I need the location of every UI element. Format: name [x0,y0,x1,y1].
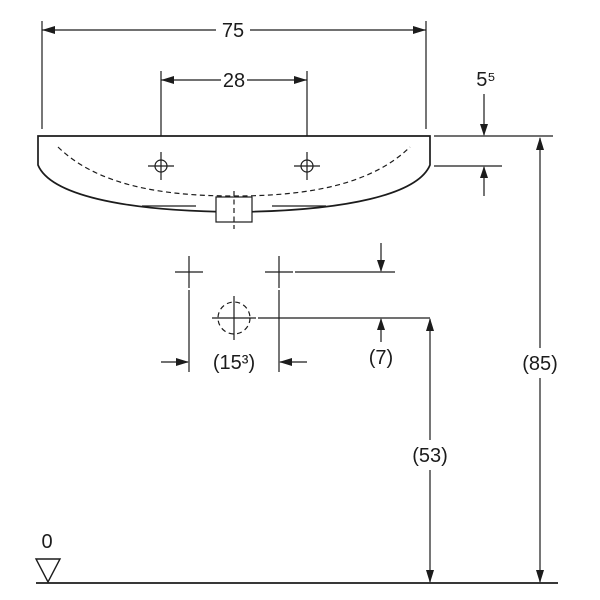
arrowhead-left [42,26,55,34]
dim-label-offset: (7) [369,347,393,369]
datum-triangle-icon [34,558,62,584]
dim-label-drain-height: (53) [412,445,448,467]
arrowhead-up [377,318,385,330]
arrowhead-down [377,260,385,272]
dim-fixing-spacing: (15³) [161,352,307,374]
arrowhead-down [426,570,434,583]
fixing-hole-right [265,256,293,288]
dim-label-rim-height: 5⁵ [476,69,495,91]
dim-overall-width: 75 [41,20,427,129]
arrowhead-up [426,318,434,331]
installation-schematic [175,256,430,372]
dim-label-overall-width: 75 [222,20,244,42]
dim-drain-height: (53) [412,318,448,583]
dim-label-overall-height: (85) [522,353,558,375]
tap-hole-left [148,152,174,180]
dim-rim-height: 5⁵ [434,69,553,196]
arrowhead-left [279,358,292,366]
datum-label: 0 [41,531,52,553]
drain-connection [212,296,256,340]
arrowhead-down [536,570,544,583]
arrowhead-left [161,76,174,84]
fixing-hole-left [175,256,203,288]
arrowhead-right [294,76,307,84]
floor-and-datum: 0 [34,531,558,584]
dim-offset: (7) [369,243,393,369]
arrowhead-up [536,137,544,150]
dim-label-fixing-spacing: (15³) [213,352,255,374]
tap-hole-right [294,152,320,180]
arrowhead-down [480,124,488,136]
arrowhead-up [480,166,488,178]
dim-overall-height: (85) [522,137,558,583]
arrowhead-right [176,358,189,366]
arrowhead-right [413,26,426,34]
dim-label-tap-hole-spacing: 28 [223,70,245,92]
basin-front-view [37,135,431,229]
